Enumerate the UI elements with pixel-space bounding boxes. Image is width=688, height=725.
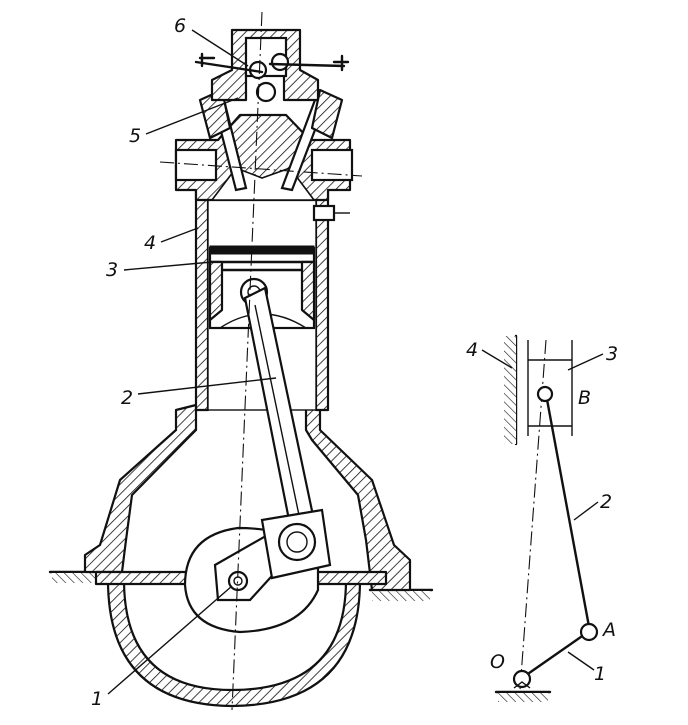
crankcase-right-wall: [304, 403, 412, 592]
callout-4-text: 4: [144, 232, 156, 254]
callout-6-text: 6: [174, 15, 186, 37]
label-4: 4: [466, 339, 478, 361]
engine-callouts: 6 5 4 3 2 1: [91, 15, 277, 710]
joint-b: [536, 385, 554, 403]
label-1: 1: [594, 663, 606, 685]
callout-1-text: 1: [91, 688, 103, 710]
piston: [208, 245, 316, 330]
callout-5: 5: [129, 97, 239, 147]
callout-2: 2: [121, 377, 277, 409]
label-b: B: [578, 387, 591, 409]
callout-3: 3: [106, 259, 213, 281]
spark-plug: [312, 204, 336, 222]
joint-o: [512, 669, 532, 689]
kinematic-scheme: 4 3 B 2 A O 1: [466, 334, 618, 702]
callout-6: 6: [174, 15, 249, 67]
guide-wall: [504, 334, 518, 446]
callout-4: 4: [144, 227, 199, 254]
callout-1: 1: [91, 585, 233, 710]
joint-a: [579, 622, 599, 642]
label-3: 3: [606, 343, 618, 365]
rocker-pivot: [255, 81, 277, 103]
link-1: [520, 630, 590, 680]
callout-5-text: 5: [129, 125, 141, 147]
link-2: [544, 392, 592, 634]
callout-3-text: 3: [106, 259, 118, 281]
engine-section: [48, 11, 434, 711]
label-a: A: [601, 619, 616, 641]
exhaust-port: [310, 148, 354, 182]
pivot-support: [494, 681, 552, 702]
callout-2-text: 2: [121, 387, 133, 409]
cylinder-axis: [231, 11, 263, 711]
crankcase-left-wall: [83, 403, 198, 574]
ground-right: [368, 588, 434, 601]
slider: [527, 340, 573, 436]
camshaft-right: [270, 52, 290, 72]
label-o: O: [490, 651, 505, 673]
label-2: 2: [600, 491, 612, 513]
